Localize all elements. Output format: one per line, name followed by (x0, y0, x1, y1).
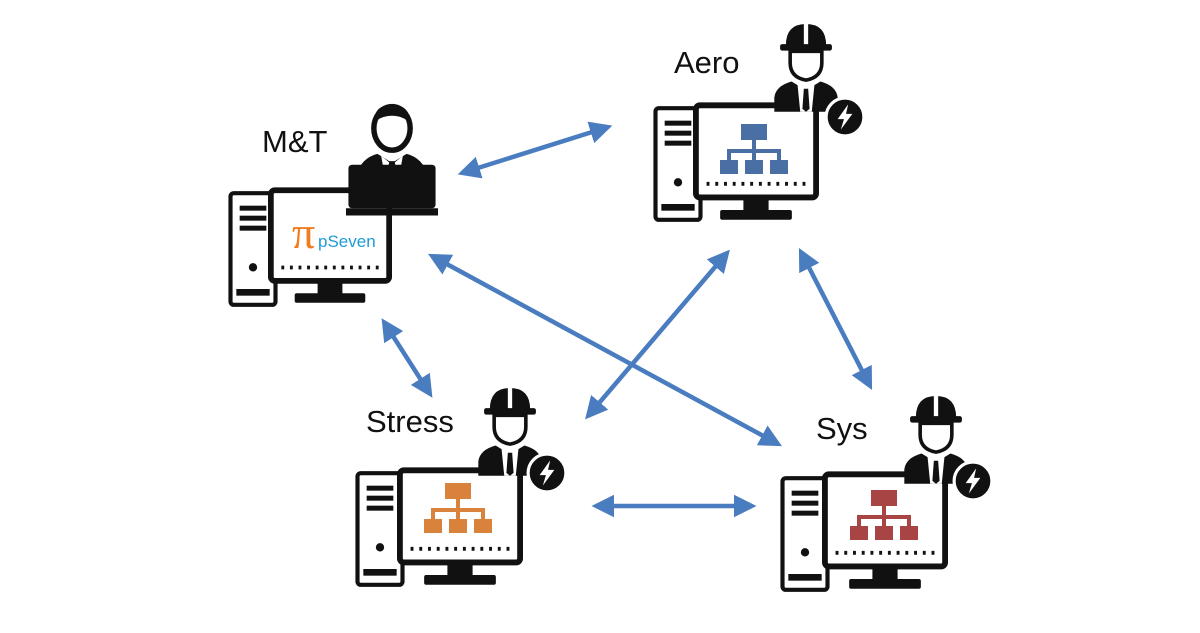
node-aero (656, 22, 866, 220)
hierarchy-chart-icon (424, 483, 492, 533)
arrow-mt-aero (457, 121, 613, 179)
arrow-mt-stress (381, 318, 433, 398)
node-label-aero: Aero (674, 45, 740, 80)
arrow-mt-sys (428, 253, 782, 447)
pseven-logo: π pSeven (292, 207, 376, 258)
node-stress (358, 386, 568, 585)
node-sys (783, 394, 994, 590)
arrow-aero-sys (798, 247, 873, 391)
arrow-aero-stress (585, 249, 730, 420)
pseven-logo-text: pSeven (318, 232, 376, 251)
lightning-icon (824, 96, 866, 138)
hierarchy-chart-icon (850, 490, 918, 540)
lightning-icon (952, 460, 994, 502)
lightning-icon (526, 452, 568, 494)
node-label-mt: M&T (262, 124, 328, 159)
node-mt: π pSeven (231, 105, 443, 305)
node-label-sys: Sys (816, 411, 868, 446)
computer-tower-icon (358, 473, 403, 585)
node-label-stress: Stress (366, 404, 454, 439)
hierarchy-chart-icon (720, 124, 788, 174)
pseven-logo-symbol: π (292, 207, 315, 258)
computer-tower-icon (783, 478, 828, 590)
engineer-icon (772, 22, 840, 112)
person-with-laptop-icon (341, 105, 443, 216)
link-arrows (381, 121, 873, 518)
